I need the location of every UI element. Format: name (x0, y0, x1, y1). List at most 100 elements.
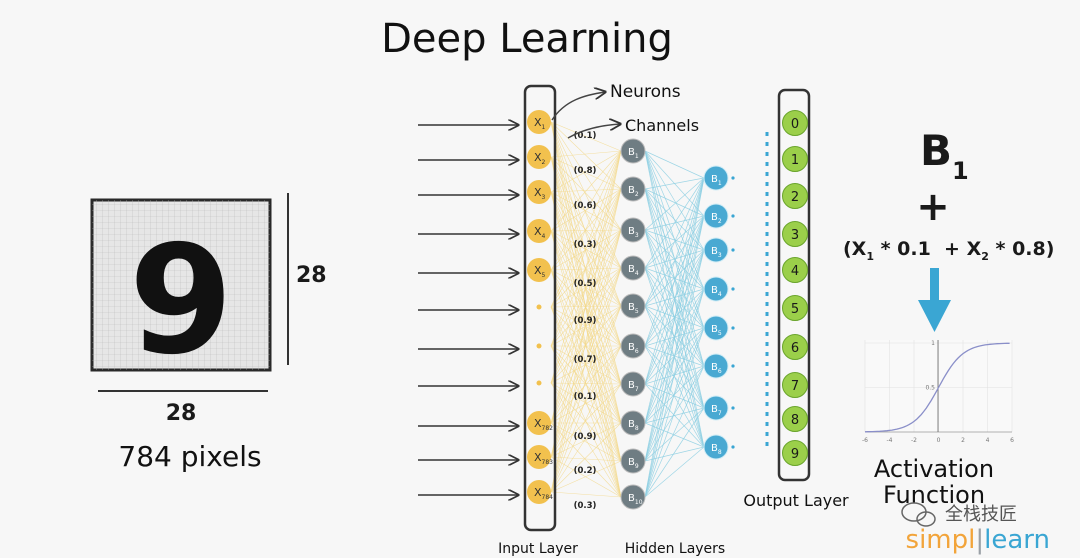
bias-formula: B1 + (X1 * 0.1 + X2 * 0.8) (843, 126, 1054, 332)
hidden-neuron-l1 (620, 484, 646, 510)
output-neuron-label: 3 (791, 228, 799, 243)
watermark: 全栈技匠 simpl|learn (901, 502, 1050, 555)
output-neuron (782, 295, 808, 321)
input-layer-label: Input Layer (498, 541, 578, 557)
weight-label: (0.5) (574, 279, 597, 289)
hidden-neuron-l1 (620, 293, 646, 319)
digit-image-panel: 9 28 28 784 pixels (90, 193, 327, 473)
hidden-neuron-l1 (620, 371, 646, 397)
hidden-output-dot (731, 176, 735, 180)
input-neuron-label: X4 (534, 225, 546, 240)
hidden-neuron-l1-label: B2 (628, 185, 639, 198)
sigmoid-x-tick: -4 (887, 437, 893, 444)
hidden-neuron-l2-label: B2 (711, 212, 722, 225)
hidden-neuron-l1 (620, 176, 646, 202)
sigmoid-y-tick: 0.5 (925, 385, 935, 392)
input-neuron-ellipsis-dot (536, 304, 542, 310)
simplilearn-logo: simpl|learn (906, 525, 1050, 555)
input-neuron (527, 411, 551, 435)
hidden-neuron-l1 (620, 410, 646, 436)
input-arrows (418, 125, 518, 495)
hidden-neuron-l1-label: B6 (628, 342, 639, 355)
input-neuron-label: X783 (534, 451, 553, 466)
hidden-neuron-l2-label: B3 (711, 246, 722, 259)
channels-label: Channels (625, 116, 699, 135)
output-neuron (782, 257, 808, 283)
weighted-sum-expression: (X1 * 0.1 + X2 * 0.8) (843, 238, 1054, 263)
hidden-output-dot (731, 214, 735, 218)
output-neuron-label: 5 (791, 302, 799, 317)
input-neuron-label: X2 (534, 151, 546, 166)
hidden-output-dot (731, 445, 735, 449)
activation-label-line1: Activation (874, 455, 994, 483)
output-layer-label: Output Layer (743, 491, 849, 510)
output-neuron (782, 146, 808, 172)
output-layer-bar (777, 88, 811, 482)
weight-label: (0.2) (574, 466, 597, 476)
input-neuron-label: X3 (534, 186, 546, 201)
input-neuron (527, 258, 551, 282)
hidden-output-dot (731, 326, 735, 330)
weight-label: (0.1) (574, 131, 597, 141)
hidden-neuron-l2 (703, 237, 729, 263)
hidden-neuron-l1-label: B9 (628, 457, 639, 470)
hidden-neuron-l2-label: B8 (711, 443, 722, 456)
weight-label: (0.6) (574, 201, 597, 211)
weight-label: (0.9) (574, 432, 597, 442)
sigmoid-x-tick: 4 (986, 437, 990, 444)
hidden-neuron-l2 (703, 165, 729, 191)
hidden-neuron-l2-label: B7 (711, 404, 722, 417)
sigmoid-x-tick: 0 (937, 437, 941, 444)
hidden-output-dot (731, 287, 735, 291)
hidden-output-dot (731, 406, 735, 410)
input-neuron (527, 480, 551, 504)
input-neuron-ellipsis-dot (536, 343, 542, 349)
down-arrow-icon (918, 268, 951, 332)
hidden-neuron-l1 (620, 333, 646, 359)
weight-label: (0.3) (574, 501, 597, 511)
sigmoid-x-tick: 6 (1010, 437, 1014, 444)
hidden-neuron-l1-label: B10 (628, 493, 643, 506)
hidden-neuron-l2-label: B6 (711, 362, 722, 375)
output-neuron-label: 1 (791, 153, 799, 168)
hidden-neuron-l2 (703, 353, 729, 379)
neuron-annotation: Neurons (551, 82, 681, 121)
bias-symbol: B (920, 126, 952, 175)
output-neuron-label: 4 (791, 264, 799, 279)
weight-labels: (0.1)(0.8)(0.6)(0.3)(0.5)(0.9)(0.7)(0.1)… (574, 131, 597, 511)
hidden-output-dot (731, 364, 735, 368)
hidden-neuron-l2-label: B4 (711, 285, 722, 298)
neurons-label: Neurons (610, 82, 681, 102)
input-neuron (527, 110, 551, 134)
output-neuron (782, 440, 808, 466)
hidden-neuron-l1-label: B3 (628, 226, 639, 239)
digit-glyph: 9 (129, 214, 233, 388)
input-neuron-ellipsis-dot (536, 380, 542, 386)
channel-annotation: Channels (567, 116, 699, 139)
output-neuron (782, 183, 808, 209)
sigmoid-x-tick: -6 (862, 437, 868, 444)
output-neuron-label: 7 (791, 379, 799, 394)
hidden-neuron-l2-label: B1 (711, 174, 722, 187)
hidden-neuron-l1 (620, 255, 646, 281)
output-neuron (782, 110, 808, 136)
watermark-chinese: 全栈技匠 (945, 504, 1017, 525)
output-neuron (782, 406, 808, 432)
hidden-neuron-l2 (703, 203, 729, 229)
hidden-neuron-l2 (703, 434, 729, 460)
height-label: 28 (296, 263, 327, 288)
hidden-neuron-l2 (703, 276, 729, 302)
hidden-neuron-l2-label: B5 (711, 324, 722, 337)
input-neuron (527, 219, 551, 243)
hidden-layers-label: Hidden Layers (625, 541, 725, 557)
hidden-output-dot (731, 248, 735, 252)
hidden-neuron-l1-label: B1 (628, 147, 639, 160)
sigmoid-x-tick: -2 (911, 437, 917, 444)
input-neuron (527, 180, 551, 204)
weight-label: (0.9) (574, 316, 597, 326)
bias-subscript: 1 (952, 157, 969, 185)
